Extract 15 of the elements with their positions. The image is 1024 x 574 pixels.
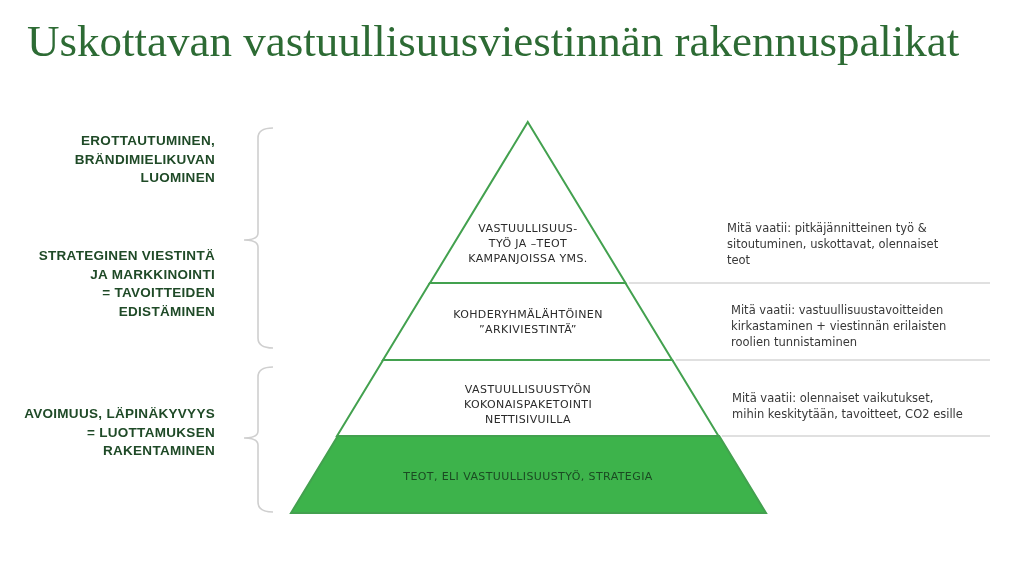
tier-label: VASTUULLISUUS- TYÖ JA –TEOT KAMPANJOISSA YMS. xyxy=(468,220,588,266)
annotation-text: STRATEGINEN VIESTINTÄ JA MARKKINOINTI = TAVOITTEIDEN EDISTÄMINEN xyxy=(38,247,215,321)
requirement-note: Mitä vaatii: vastuullisuustavoitteiden kirkastaminen + viestinnän erilaisten roolien tunnistaminen xyxy=(731,302,947,350)
tier-label: TEOT, ELI VASTUULLISUUSTYÖ, STRATEGIA xyxy=(403,468,653,484)
pyramid-tier xyxy=(381,281,675,362)
requirement-note: Mitä vaatii: olennaiset vaikutukset, mihin keskitytään, tavoitteet, CO2 esille xyxy=(732,390,963,422)
tier-label: VASTUULLISUUSTYÖN KOKONAISPAKETOINTI NETTISIVUILLA xyxy=(463,381,593,427)
annotation-text: EROTTAUTUMINEN, BRÄNDIMIELIKUVAN LUOMINEN xyxy=(74,132,215,188)
title: Uskottavan vastuullisuusviestinnän rakennuspalikat xyxy=(27,16,960,66)
pyramid-top-tier xyxy=(428,120,628,285)
tier-label: KOHDERYHMÄLÄHTÖINEN ”ARKIVIESTINTÄ” xyxy=(453,307,603,337)
requirement-note: Mitä vaatii: pitkäjännitteinen työ & sitoutuminen, uskottavat, olennaiset teot xyxy=(727,220,939,268)
pyramid-tier xyxy=(335,358,721,438)
pyramid-tier xyxy=(288,434,768,515)
annotation-text: AVOIMUUS, LÄPINÄKYVYYS = LUOTTAMUKSEN RAKENTAMINEN xyxy=(24,405,215,461)
